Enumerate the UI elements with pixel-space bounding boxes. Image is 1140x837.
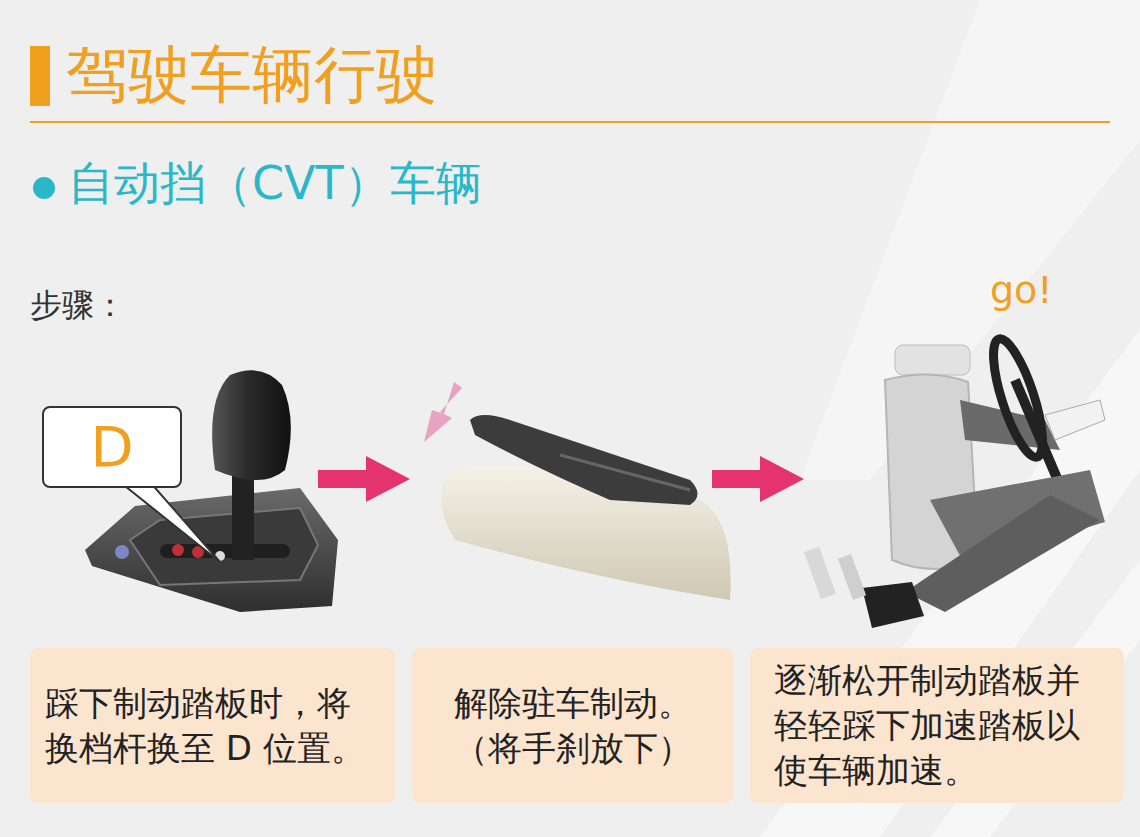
title-bar (30, 46, 50, 106)
step-text: 逐渐松开制动踏板并 轻轻踩下加速踏板以 使车辆加速。 (774, 658, 1096, 793)
step-box: 解除驻车制动。（将手刹放下） (412, 648, 733, 803)
gear-letter: D (90, 416, 133, 478)
title-rule (30, 121, 1110, 123)
step-arrow (712, 456, 804, 502)
subtitle: 自动挡（CVT）车辆 (68, 156, 482, 211)
step-heading: 步骤： (30, 286, 126, 324)
down-arrow (424, 382, 462, 442)
step-text: 解除驻车制动。 (454, 681, 692, 726)
step-box: 逐渐松开制动踏板并 轻轻踩下加速踏板以 使车辆加速。 (750, 648, 1124, 803)
go-label: go! (990, 268, 1053, 314)
handbrake (424, 382, 731, 600)
background-stripe (800, 0, 1140, 480)
driver-figure (804, 334, 1105, 628)
bullet-dot (33, 177, 55, 199)
step-arrow (318, 456, 410, 502)
step-text: （将手刹放下） (454, 726, 692, 771)
callout-box: D (42, 406, 182, 488)
page-title: 驾驶车辆行驶 (66, 38, 438, 112)
step-box: 踩下制动踏板时，将 换档杆换至 D 位置。 (30, 648, 395, 803)
step-text: 踩下制动踏板时，将 换档杆换至 D 位置。 (45, 681, 367, 771)
